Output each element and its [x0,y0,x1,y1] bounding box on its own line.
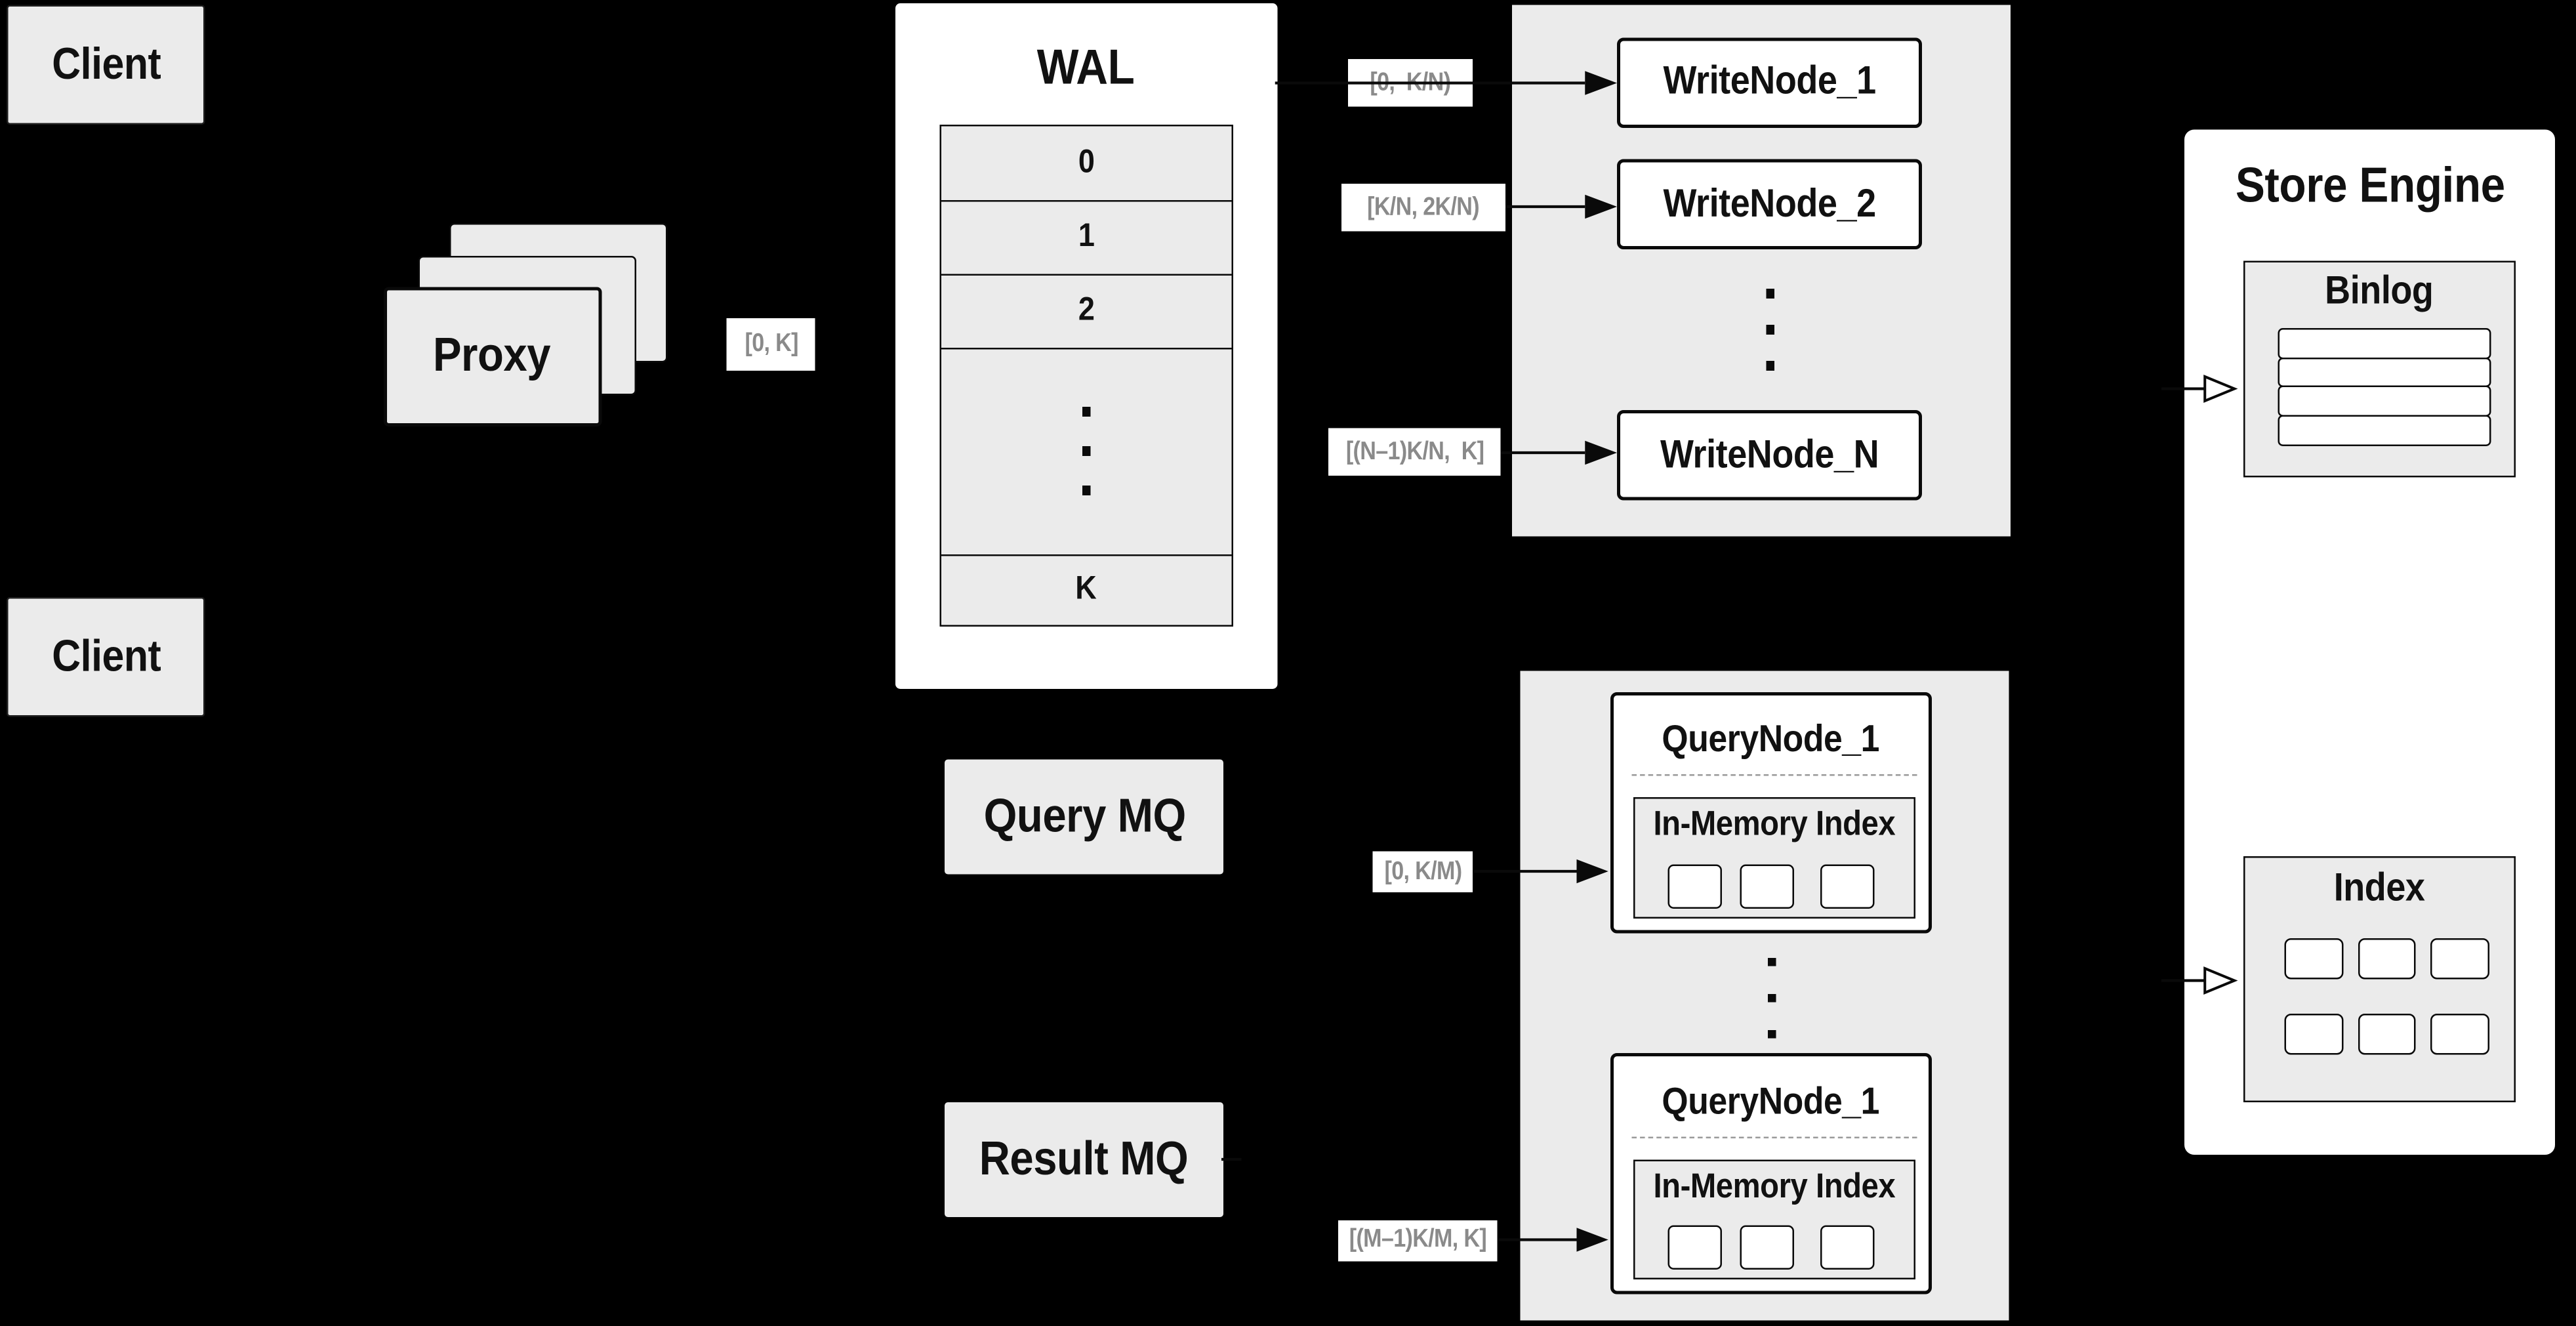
write-node-n: WriteNode_N [1617,410,1922,501]
write-node-2: WriteNode_2 [1617,159,1922,249]
query-range-label-m: [(M–1)K/M, K] [1338,1219,1498,1262]
in-memory-index-title: In-Memory Index [1653,806,1896,844]
memory-segment [1819,1224,1874,1270]
wal-ellipsis-row [941,346,1232,554]
vertical-ellipsis-icon [1767,957,1776,1039]
query-range-label-1: [0, K/M) [1372,851,1474,892]
index-box: Index [2243,856,2516,1102]
wal-panel: WAL 0 1 2 K [895,3,1278,689]
store-engine-title: Store Engine [2235,158,2505,213]
memory-segment [1819,865,1874,909]
query-node-top-title: QueryNode_1 [1662,716,1880,760]
query-node-bottom-title: QueryNode_1 [1662,1078,1880,1121]
wal-segment-row: 0 [941,126,1232,199]
binlog-row [2278,385,2491,417]
dashed-divider [1631,1136,1917,1138]
index-segment [2431,938,2489,980]
store-engine-panel: Store Engine Binlog Index [2184,129,2556,1155]
client-box-bottom: Client [6,597,205,718]
memory-segment [1668,1224,1723,1270]
index-segment [2285,938,2344,980]
index-title: Index [2334,865,2425,911]
index-segment [2431,1013,2489,1054]
index-segment [2358,938,2417,980]
index-segment [2358,1013,2417,1054]
proxy-range-label: [0, K] [726,317,815,370]
result-mq-box: Result MQ [944,1102,1224,1218]
binlog-row [2278,414,2491,445]
vertical-ellipsis-icon [1765,289,1774,370]
in-memory-index-box: In-Memory Index [1633,797,1915,918]
proxy-card-front: Proxy [382,287,602,426]
write-range-label-n: [(N–1)K/N, K] [1328,428,1501,476]
wal-title: WAL [1037,41,1135,96]
dashed-divider [1631,774,1917,776]
memory-segment [1740,1224,1794,1270]
index-segment [2285,1013,2344,1054]
binlog-row [2278,356,2491,388]
client-top-label: Client [51,39,161,89]
client-box-top: Client [6,5,205,125]
query-mq-box: Query MQ [944,760,1224,875]
client-bottom-label: Client [51,632,161,682]
proxy-label: Proxy [433,329,551,383]
vertical-ellipsis-icon [1082,407,1091,495]
wal-last-segment-row: K [941,553,1232,625]
write-node-1: WriteNode_1 [1617,37,1922,128]
wal-segment-row: 1 [941,199,1232,274]
query-node-bottom: QueryNode_1 In-Memory Index [1610,1053,1932,1295]
in-memory-index-box: In-Memory Index [1633,1159,1915,1279]
write-range-label-2: [K/N, 2K/N) [1341,184,1505,232]
binlog-title: Binlog [2325,269,2434,314]
binlog-box: Binlog [2243,261,2516,478]
wal-table: 0 1 2 K [939,125,1233,627]
in-memory-index-title: In-Memory Index [1653,1167,1896,1205]
write-range-label-1: [0, K/N) [1347,59,1473,107]
binlog-row [2278,327,2491,359]
memory-segment [1668,865,1723,909]
wal-segment-row: 2 [941,273,1232,347]
memory-segment [1740,865,1794,909]
query-node-top: QueryNode_1 In-Memory Index [1610,691,1932,934]
